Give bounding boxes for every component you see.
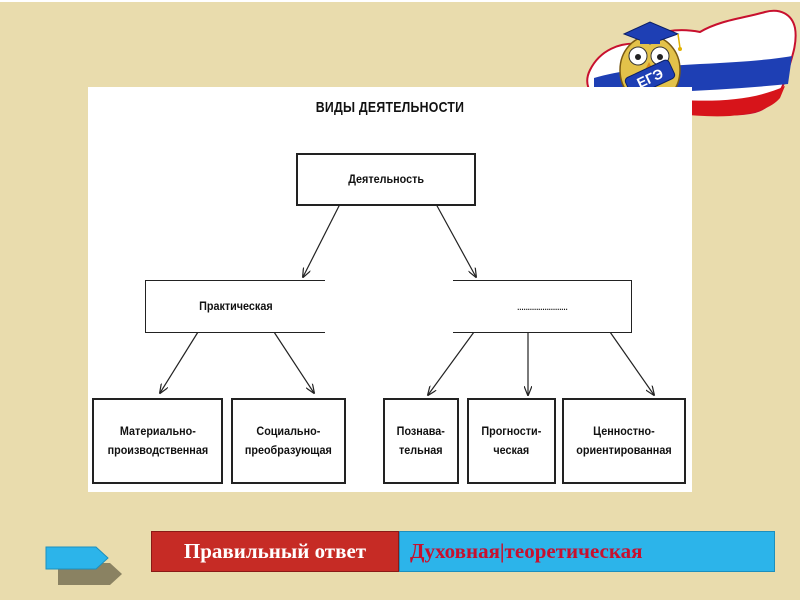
diagram-title: ВИДЫ ДЕЯТЕЛЬНОСТИ [315, 99, 465, 116]
correct-answer-button[interactable]: Правильный ответ [151, 531, 399, 572]
box-practical: Практическая [145, 280, 325, 333]
box-material-productive-label: Материально- производственная [107, 424, 208, 457]
box-unknown-answer: ........................ [453, 280, 632, 333]
box-activity-label: Деятельность [348, 172, 424, 186]
box-activity: Деятельность [296, 153, 476, 206]
diagram-panel: ВИДЫ ДЕЯТЕЛЬНОСТИ Деятельность Практичес… [88, 87, 692, 492]
arrow-root-to-practical [303, 203, 341, 277]
box-value-oriented: Ценностно- ориентированная [562, 398, 686, 484]
box-value-oriented-label: Ценностно- ориентированная [576, 424, 672, 457]
arrow-practical-to-material [160, 331, 199, 393]
arrow-right-icon [45, 546, 122, 585]
box-cognitive: Познава- тельная [383, 398, 459, 484]
arrow-root-to-spiritual [435, 203, 476, 277]
arrow-spiritual-to-cognitive [428, 331, 475, 395]
box-social-transforming-label: Социально- преобразующая [244, 424, 333, 457]
answer-bar: Правильный ответ Духовная|теоретическая [151, 531, 775, 572]
box-unknown-answer-label: ........................ [516, 299, 568, 313]
top-strip [0, 0, 800, 2]
arrow-practical-to-social [273, 331, 314, 393]
box-material-productive: Материально- производственная [92, 398, 223, 484]
box-prognostic-label: Прогности- ческая [481, 424, 542, 457]
box-practical-label: Практическая [198, 299, 273, 313]
box-cognitive-label: Познава- тельная [396, 424, 446, 457]
box-social-transforming: Социально- преобразующая [231, 398, 346, 484]
box-prognostic: Прогности- ческая [467, 398, 556, 484]
arrow-spiritual-to-value [609, 331, 654, 395]
next-arrow-button[interactable] [44, 545, 124, 585]
diagram-arrows [88, 203, 692, 492]
answer-value: Духовная|теоретическая [399, 531, 775, 572]
